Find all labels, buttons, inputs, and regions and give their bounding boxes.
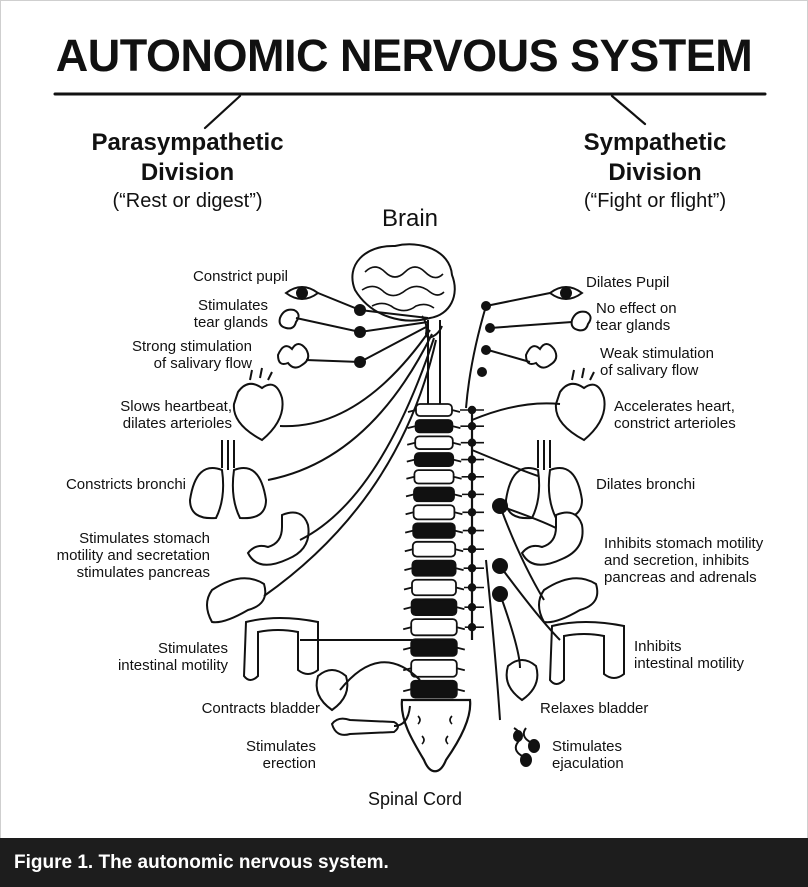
- chain-ganglion: [468, 490, 476, 498]
- sacrum: [402, 700, 470, 771]
- salivary-gland-icon: [278, 344, 308, 368]
- eye-icon: [286, 287, 318, 299]
- label-contracts-bladder: Contracts bladder: [202, 700, 320, 717]
- label-strong-salivary: Strong stimulationof salivary flow: [132, 338, 252, 372]
- label-no-effect-tear: No effect ontear glands: [596, 300, 677, 334]
- label-dilates-pupil: Dilates Pupil: [586, 274, 669, 291]
- bladder-icon: [317, 670, 348, 710]
- lungs-icon-right: [506, 440, 582, 518]
- chain-ganglion: [468, 473, 476, 481]
- sympathetic-ganglia: [477, 301, 508, 602]
- label-constrict-pupil: Constrict pupil: [193, 268, 288, 285]
- penis-icon: [332, 719, 398, 735]
- vertebra: [416, 404, 452, 416]
- vertebra: [414, 488, 454, 502]
- stomach-icon-right: [522, 513, 583, 565]
- chain-ganglion: [468, 564, 476, 572]
- chain-ganglion: [468, 439, 476, 447]
- intestine-icon: [244, 618, 318, 680]
- label-dilates-bronchi: Dilates bronchi: [596, 476, 695, 493]
- chain-ganglion: [468, 508, 476, 516]
- label-inhibits-stomach: Inhibits stomach motilityand secretion, …: [604, 535, 763, 586]
- figure-caption-bar: Figure 1. The autonomic nervous system.: [0, 838, 808, 887]
- vertebra: [415, 453, 453, 466]
- label-stimulates-ejaculation: Stimulatesejaculation: [552, 738, 624, 772]
- vertebra: [412, 561, 455, 576]
- vertebra: [415, 436, 453, 449]
- chain-ganglion: [468, 422, 476, 430]
- chain-ganglion: [468, 603, 476, 611]
- label-constricts-bronchi: Constricts bronchi: [66, 476, 186, 493]
- vertebra: [411, 660, 457, 677]
- parasympathetic-connector: [205, 96, 240, 128]
- vertebra: [416, 420, 453, 432]
- label-stimulates-intestinal: Stimulatesintestinal motility: [118, 640, 228, 674]
- label-stimulates-erection: Stimulateserection: [246, 738, 316, 772]
- parasympathetic-ganglia: [354, 304, 366, 368]
- label-relaxes-bladder: Relaxes bladder: [540, 700, 648, 717]
- chain-ganglion: [468, 455, 476, 463]
- heart-icon: [234, 368, 283, 440]
- label-weak-salivary: Weak stimulationof salivary flow: [600, 345, 714, 379]
- spinal-cord-icon: [402, 320, 470, 771]
- lungs-icon: [190, 440, 266, 518]
- tear-gland-icon-right: [572, 312, 591, 331]
- sperm-icon: [514, 728, 539, 766]
- label-slows-heartbeat: Slows heartbeat,dilates arterioles: [120, 398, 232, 432]
- label-stimulates-stomach: Stimulates stomachmotility and secretati…: [57, 530, 210, 581]
- eye-icon-right: [550, 287, 582, 299]
- vertebra: [413, 542, 455, 557]
- vertebra: [413, 523, 455, 537]
- vertebra: [412, 580, 456, 596]
- intestine-icon-right: [550, 622, 624, 684]
- salivary-gland-icon-right: [526, 344, 556, 368]
- chain-ganglion: [468, 406, 476, 414]
- vertebra: [411, 681, 457, 698]
- pancreas-icon: [207, 578, 265, 622]
- figure-caption: Figure 1. The autonomic nervous system.: [14, 852, 389, 874]
- label-inhibits-intestinal: Inhibitsintestinal motility: [634, 638, 744, 672]
- label-accelerates-heart: Accelerates heart,constrict arterioles: [614, 398, 736, 432]
- pancreas-icon-right: [539, 578, 597, 622]
- vertebra: [411, 619, 457, 635]
- vertebra: [414, 470, 453, 483]
- chain-ganglion: [468, 583, 476, 591]
- vertebra: [412, 599, 457, 615]
- chain-ganglion: [468, 526, 476, 534]
- spinal-cord-label: Spinal Cord: [360, 789, 470, 810]
- chain-ganglion: [468, 623, 476, 631]
- label-stimulates-tear-glands: Stimulatestear glands: [194, 297, 268, 331]
- vertebra: [414, 505, 455, 519]
- heart-icon-right: [556, 368, 605, 440]
- vertebra: [411, 639, 457, 656]
- bladder-icon-right: [507, 660, 538, 700]
- chain-ganglion: [468, 545, 476, 553]
- stomach-icon: [248, 513, 309, 565]
- tear-gland-icon: [280, 310, 299, 329]
- sympathetic-connector: [612, 96, 645, 124]
